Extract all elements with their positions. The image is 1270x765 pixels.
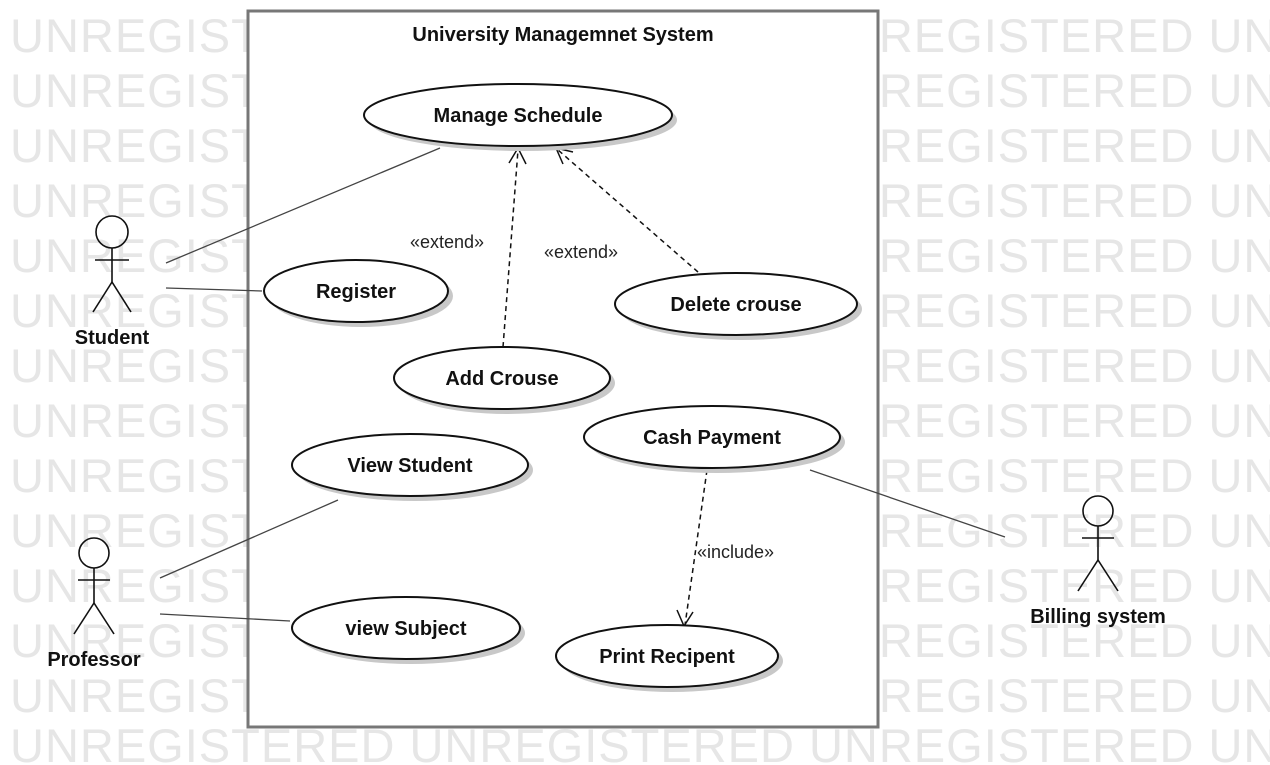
extend-label: «extend» bbox=[544, 242, 618, 262]
use-case-cash-payment[interactable]: Cash Payment bbox=[583, 405, 845, 473]
stick-figure-icon bbox=[92, 215, 132, 313]
extend-arrow-add-course[interactable] bbox=[502, 149, 519, 348]
actor-professor[interactable]: Professor bbox=[47, 537, 141, 671]
use-case-delete-course[interactable]: Delete crouse bbox=[614, 272, 862, 340]
actor-label: Billing system bbox=[1030, 606, 1166, 628]
use-case-label: Print Recipent bbox=[599, 646, 735, 668]
use-case-label: view Subject bbox=[345, 618, 466, 640]
stick-figure-icon bbox=[73, 537, 115, 635]
system-title: University Managemnet System bbox=[412, 24, 713, 46]
association-professor-view-student[interactable] bbox=[159, 499, 339, 579]
use-case-view-student[interactable]: View Student bbox=[291, 433, 533, 501]
extend-arrow-delete-course[interactable] bbox=[557, 149, 699, 273]
use-case-label: Register bbox=[316, 281, 396, 303]
use-case-manage-schedule[interactable]: Manage Schedule bbox=[363, 83, 677, 151]
association-student-manage-schedule[interactable] bbox=[165, 147, 441, 264]
association-billing-cash-payment[interactable] bbox=[809, 469, 1006, 538]
use-case-label: Add Crouse bbox=[445, 368, 558, 390]
extend-label: «extend» bbox=[410, 232, 484, 252]
actor-student[interactable]: Student bbox=[75, 215, 150, 349]
associations bbox=[159, 147, 1006, 622]
include-label: «include» bbox=[697, 542, 774, 562]
use-case-view-subject[interactable]: view Subject bbox=[291, 596, 525, 664]
association-student-register[interactable] bbox=[165, 287, 263, 292]
actor-billing-system[interactable]: Billing system bbox=[1030, 495, 1166, 628]
actor-label: Professor bbox=[47, 649, 141, 671]
use-case-label: Manage Schedule bbox=[434, 105, 603, 127]
use-case-label: View Student bbox=[347, 455, 473, 477]
include-arrow-print-receipt[interactable] bbox=[684, 469, 708, 626]
use-case-register[interactable]: Register bbox=[263, 259, 453, 327]
actor-label: Student bbox=[75, 327, 150, 349]
use-case-label: Cash Payment bbox=[643, 427, 781, 449]
use-case-print-receipt[interactable]: Print Recipent bbox=[555, 624, 783, 692]
use-case-add-course[interactable]: Add Crouse bbox=[393, 346, 615, 414]
use-case-label: Delete crouse bbox=[670, 294, 801, 316]
association-professor-view-subject[interactable] bbox=[159, 613, 291, 622]
stick-figure-icon bbox=[1077, 495, 1119, 592]
